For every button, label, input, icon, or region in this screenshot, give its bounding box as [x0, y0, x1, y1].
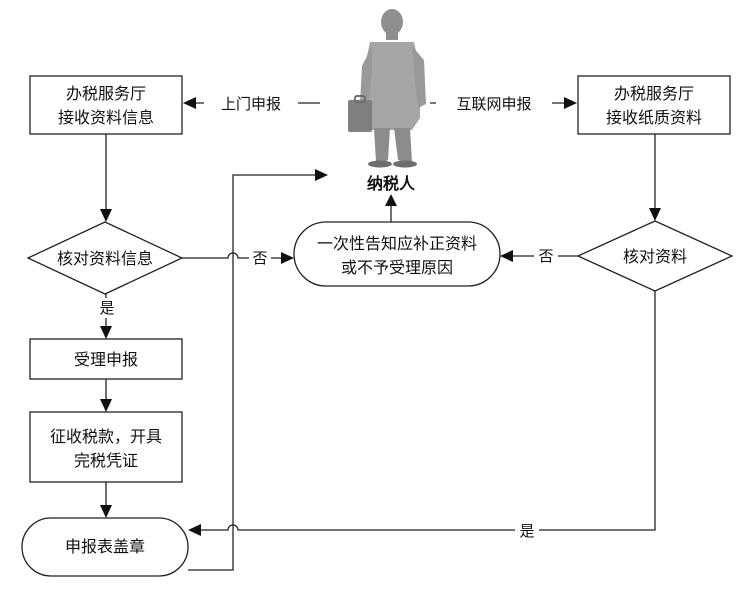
- collect-tax-node: 征收税款，开具 完税凭证: [29, 411, 183, 483]
- hall-receive-info-line-1: 办税服务厅: [66, 84, 146, 103]
- check-info-label: 核对资料信息: [57, 249, 153, 268]
- collect-tax-line-1: 征收税款，开具: [50, 427, 162, 446]
- edge-hall-to-check-docs: [649, 134, 661, 221]
- yes-left-label: 是: [99, 299, 114, 317]
- edge-internet-filing: 互联网申报: [430, 92, 577, 114]
- hall-receive-paper-node: 办税服务厅 接收纸质资料: [577, 75, 731, 135]
- check-docs-diamond: 核对资料: [576, 220, 734, 292]
- notify-correction-line-2: 或不予受理原因: [341, 258, 453, 277]
- check-docs-label: 核对资料: [623, 247, 687, 266]
- edge-check-docs-no: 否: [500, 244, 578, 266]
- notify-correction-node: 一次性告知应补正资料 或不予受理原因: [293, 221, 501, 287]
- check-info-diamond: 核对资料信息: [26, 221, 184, 295]
- edge-notify-to-taxpayer: [385, 194, 397, 222]
- accept-filing-label: 受理申报: [74, 350, 138, 369]
- hall-receive-info-line-2: 接收资料信息: [58, 108, 154, 127]
- notify-correction-line-1: 一次性告知应补正资料: [317, 234, 477, 253]
- edge-hall-to-check-info: [100, 134, 112, 222]
- edge-accept-to-collect: [100, 379, 112, 412]
- edge-check-info-yes: 是: [96, 294, 118, 339]
- edge-collect-to-stamp: [100, 482, 112, 518]
- no-left-label: 否: [252, 249, 267, 267]
- no-right-label: 否: [538, 247, 553, 265]
- businessman-with-briefcase-icon: [348, 9, 426, 168]
- door-filing-label: 上门申报: [221, 95, 281, 113]
- internet-filing-label: 互联网申报: [456, 95, 531, 113]
- hall-receive-paper-line-1: 办税服务厅: [614, 84, 694, 103]
- taxpayer-label: 纳税人: [367, 174, 416, 193]
- stamp-form-node: 申报表盖章: [21, 517, 189, 577]
- collect-tax-line-2: 完税凭证: [74, 451, 138, 470]
- stamp-form-label: 申报表盖章: [65, 537, 145, 556]
- accept-filing-node: 受理申报: [29, 338, 183, 380]
- edge-door-filing: 上门申报: [183, 92, 320, 114]
- edge-check-info-no: 否: [182, 246, 294, 268]
- hall-receive-info-node: 办税服务厅 接收资料信息: [29, 75, 183, 135]
- hall-receive-paper-line-2: 接收纸质资料: [606, 108, 702, 127]
- yes-bottom-label: 是: [519, 522, 534, 540]
- edge-stamp-to-taxpayer: [188, 169, 328, 571]
- edge-check-docs-yes: 是: [188, 291, 656, 541]
